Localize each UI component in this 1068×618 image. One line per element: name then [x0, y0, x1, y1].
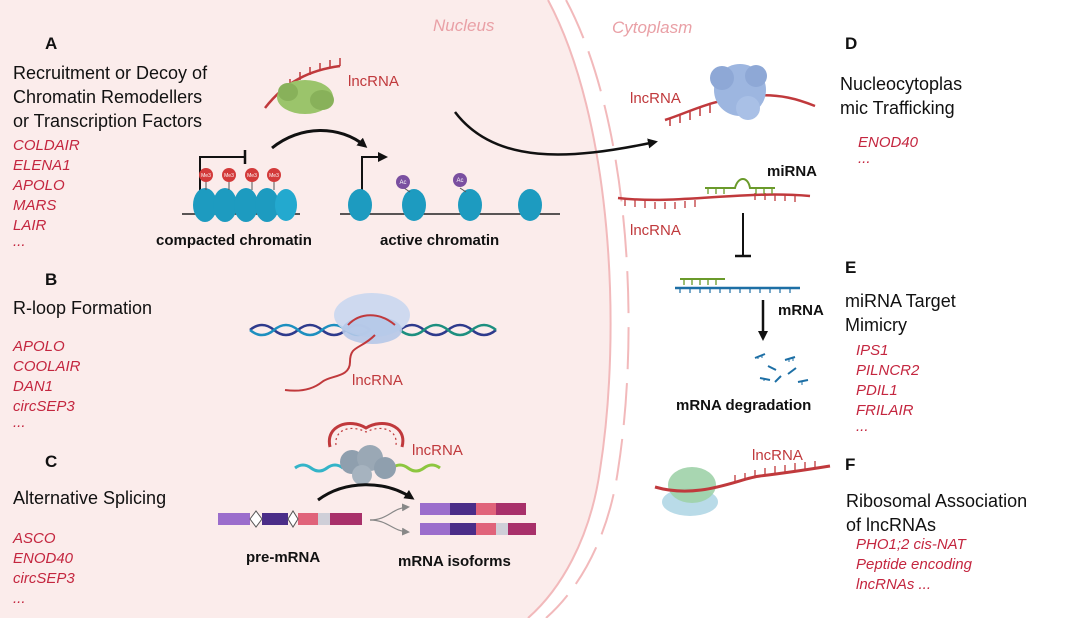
me3-label: Me3 — [247, 173, 257, 179]
lncrna-protein-complex-a — [264, 58, 341, 114]
example-item: COLDAIR — [13, 137, 80, 154]
example-item: APOLO — [13, 338, 65, 355]
mrna-isoforms-label: mRNA isoforms — [398, 553, 511, 570]
me3-label: Me3 — [224, 173, 234, 179]
nucleus-label: Nucleus — [433, 16, 495, 35]
compacted-chromatin-label: compacted chromatin — [156, 232, 312, 249]
mrna-degradation-label: mRNA degradation — [676, 397, 812, 414]
panel-a-letter: A — [45, 34, 58, 53]
arrow-to-cytoplasm — [454, 111, 658, 156]
panel-a-heading: Recruitment or Decoy of Chromatin Remode… — [13, 63, 208, 131]
lncrna-label-e: lncRNA — [630, 222, 681, 239]
lncrna-label-a: lncRNA — [348, 73, 399, 90]
pre-mrna-illustration — [218, 510, 362, 528]
example-item: IPS1 — [856, 342, 889, 359]
nuclear-envelope-outer — [527, 0, 612, 618]
example-item: FRILAIR — [856, 402, 914, 419]
me3-label: Me3 — [269, 173, 279, 179]
example-item: ASCO — [13, 530, 56, 547]
example-item: circSEP3 — [13, 570, 75, 587]
ac-label: Ac — [399, 180, 406, 186]
example-item: APOLO — [13, 177, 65, 194]
mrna-isoforms-illustration — [420, 503, 536, 535]
example-item: MARS — [13, 197, 57, 214]
nuclear-pore-trafficking-illustration — [664, 64, 816, 126]
panel-e-heading: miRNA Target Mimicry — [845, 291, 956, 335]
example-item: ENOD40 — [858, 134, 919, 151]
arrow-recruit — [271, 129, 368, 150]
nucleus-region — [0, 0, 611, 618]
split-arrows — [369, 503, 410, 536]
ac-label: Ac — [456, 178, 463, 184]
panel-d-heading: Nucleocytoplas mic Trafficking — [840, 74, 963, 118]
example-item: ... — [13, 590, 26, 607]
example-item: PDIL1 — [856, 382, 898, 399]
panel-b-letter: B — [45, 270, 58, 289]
example-item: ... — [13, 414, 26, 431]
mirna-label: miRNA — [767, 163, 818, 180]
panel-e-letter: E — [845, 258, 857, 277]
panel-f-heading: Ribosomal Association of lncRNAs — [846, 491, 1028, 535]
example-item: PHO1;2 cis-NAT — [856, 536, 966, 553]
panel-d-letter: D — [845, 34, 858, 53]
nuclear-envelope-inner — [545, 0, 630, 618]
example-item: PILNCR2 — [856, 362, 920, 379]
example-item: Peptide encoding — [856, 556, 972, 573]
lncrna-label-b: lncRNA — [352, 372, 403, 389]
pre-mrna-label: pre-mRNA — [246, 549, 321, 566]
panel-b-heading: R-loop Formation — [13, 298, 153, 318]
lncrna-label-c: lncRNA — [412, 442, 463, 459]
splicing-complex-illustration — [294, 422, 441, 485]
example-item: lncRNAs ... — [856, 576, 932, 593]
panel-f-examples: PHO1;2 cis-NAT Peptide encoding lncRNAs … — [856, 535, 972, 595]
example-item: LAIR — [13, 217, 47, 234]
panel-d-examples: ENOD40 ... — [858, 133, 919, 167]
example-item: ... — [13, 233, 26, 250]
panel-c-heading: Alternative Splicing — [13, 488, 167, 508]
panel-c-examples: ASCO ENOD40 circSEP3 ... — [13, 529, 75, 607]
example-item: ... — [858, 150, 871, 167]
me3-marks: Me3 Me3 Me3 Me3 — [199, 168, 281, 190]
example-item: DAN1 — [13, 378, 54, 395]
ribosome-association-illustration — [654, 461, 831, 516]
panel-e-examples: IPS1 PILNCR2 PDIL1 FRILAIR ... — [856, 341, 920, 435]
lncrna-label-f: lncRNA — [752, 447, 803, 464]
example-item: ENOD40 — [13, 550, 74, 567]
active-chromatin-label: active chromatin — [380, 232, 500, 249]
compacted-chromatin-illustration — [182, 150, 300, 222]
mrna-label: mRNA — [778, 302, 824, 319]
active-chromatin-illustration: Ac Ac — [340, 152, 560, 221]
example-item: ... — [856, 418, 869, 435]
panel-f-letter: F — [845, 455, 856, 474]
panel-a-examples: COLDAIR ELENA1 APOLO MARS LAIR ... — [13, 136, 80, 250]
panel-b-examples: APOLO COOLAIR DAN1 circSEP3 ... — [13, 337, 81, 431]
example-item: ELENA1 — [13, 157, 71, 174]
lncrna-label-d: lncRNA — [630, 90, 681, 107]
panel-c-letter: C — [45, 452, 58, 471]
me3-label: Me3 — [201, 173, 211, 179]
r-loop-illustration — [249, 293, 497, 392]
example-item: circSEP3 — [13, 398, 75, 415]
cytoplasm-label: Cytoplasm — [612, 18, 693, 37]
mirna-mimicry-illustration — [617, 178, 811, 385]
arrow-splicing — [317, 483, 415, 502]
example-item: COOLAIR — [13, 358, 81, 375]
